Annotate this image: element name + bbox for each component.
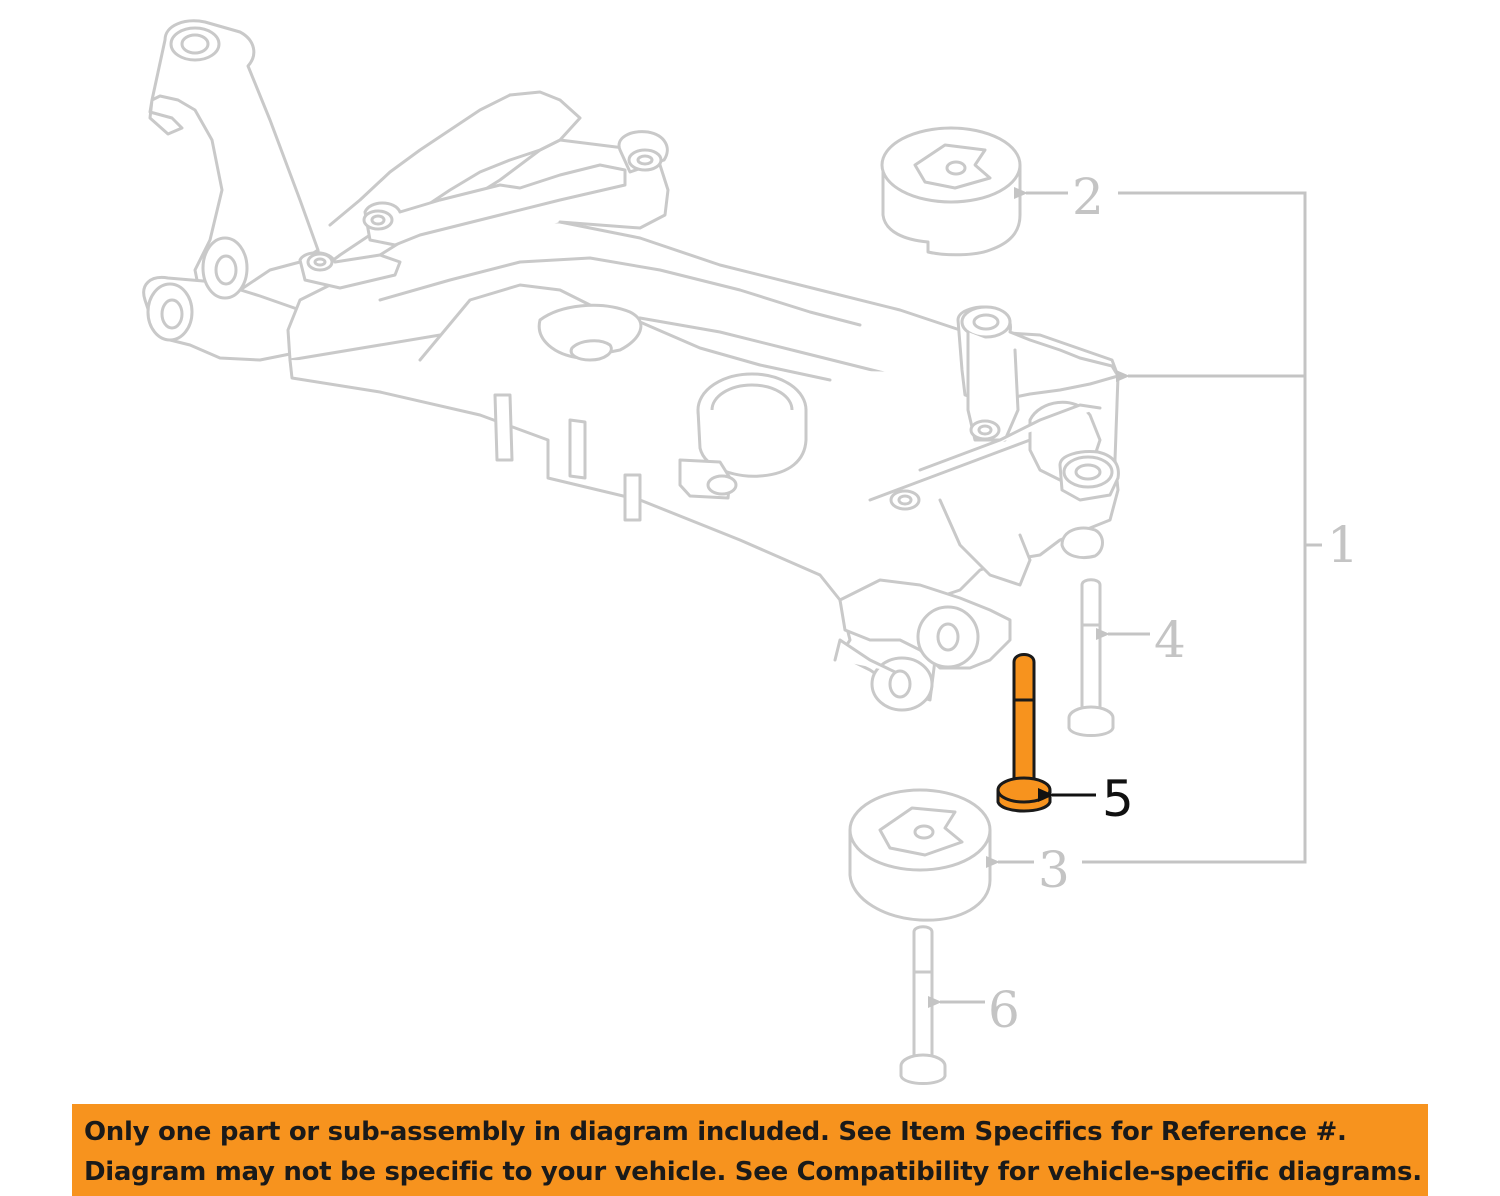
lower-bushing-3: [848, 788, 992, 922]
upper-bushing-2: [880, 126, 1022, 257]
bolt-6: [899, 925, 947, 1085]
callout-2: 2: [1072, 168, 1104, 226]
subframe-crossmember: [142, 19, 1120, 712]
callout-3: 3: [1038, 841, 1070, 899]
callout-5: 5: [1102, 770, 1134, 828]
bolt-5-highlighted: [996, 653, 1052, 813]
leader-lines: [928, 187, 1322, 1008]
disclaimer-line-2: Diagram may not be specific to your vehi…: [84, 1157, 1422, 1187]
bolt-4: [1067, 578, 1115, 737]
callout-1: 1: [1327, 516, 1359, 574]
callout-6: 6: [988, 981, 1020, 1039]
disclaimer-banner: Only one part or sub-assembly in diagram…: [72, 1104, 1428, 1196]
disclaimer-line-1: Only one part or sub-assembly in diagram…: [84, 1117, 1347, 1147]
callout-4: 4: [1154, 611, 1186, 669]
